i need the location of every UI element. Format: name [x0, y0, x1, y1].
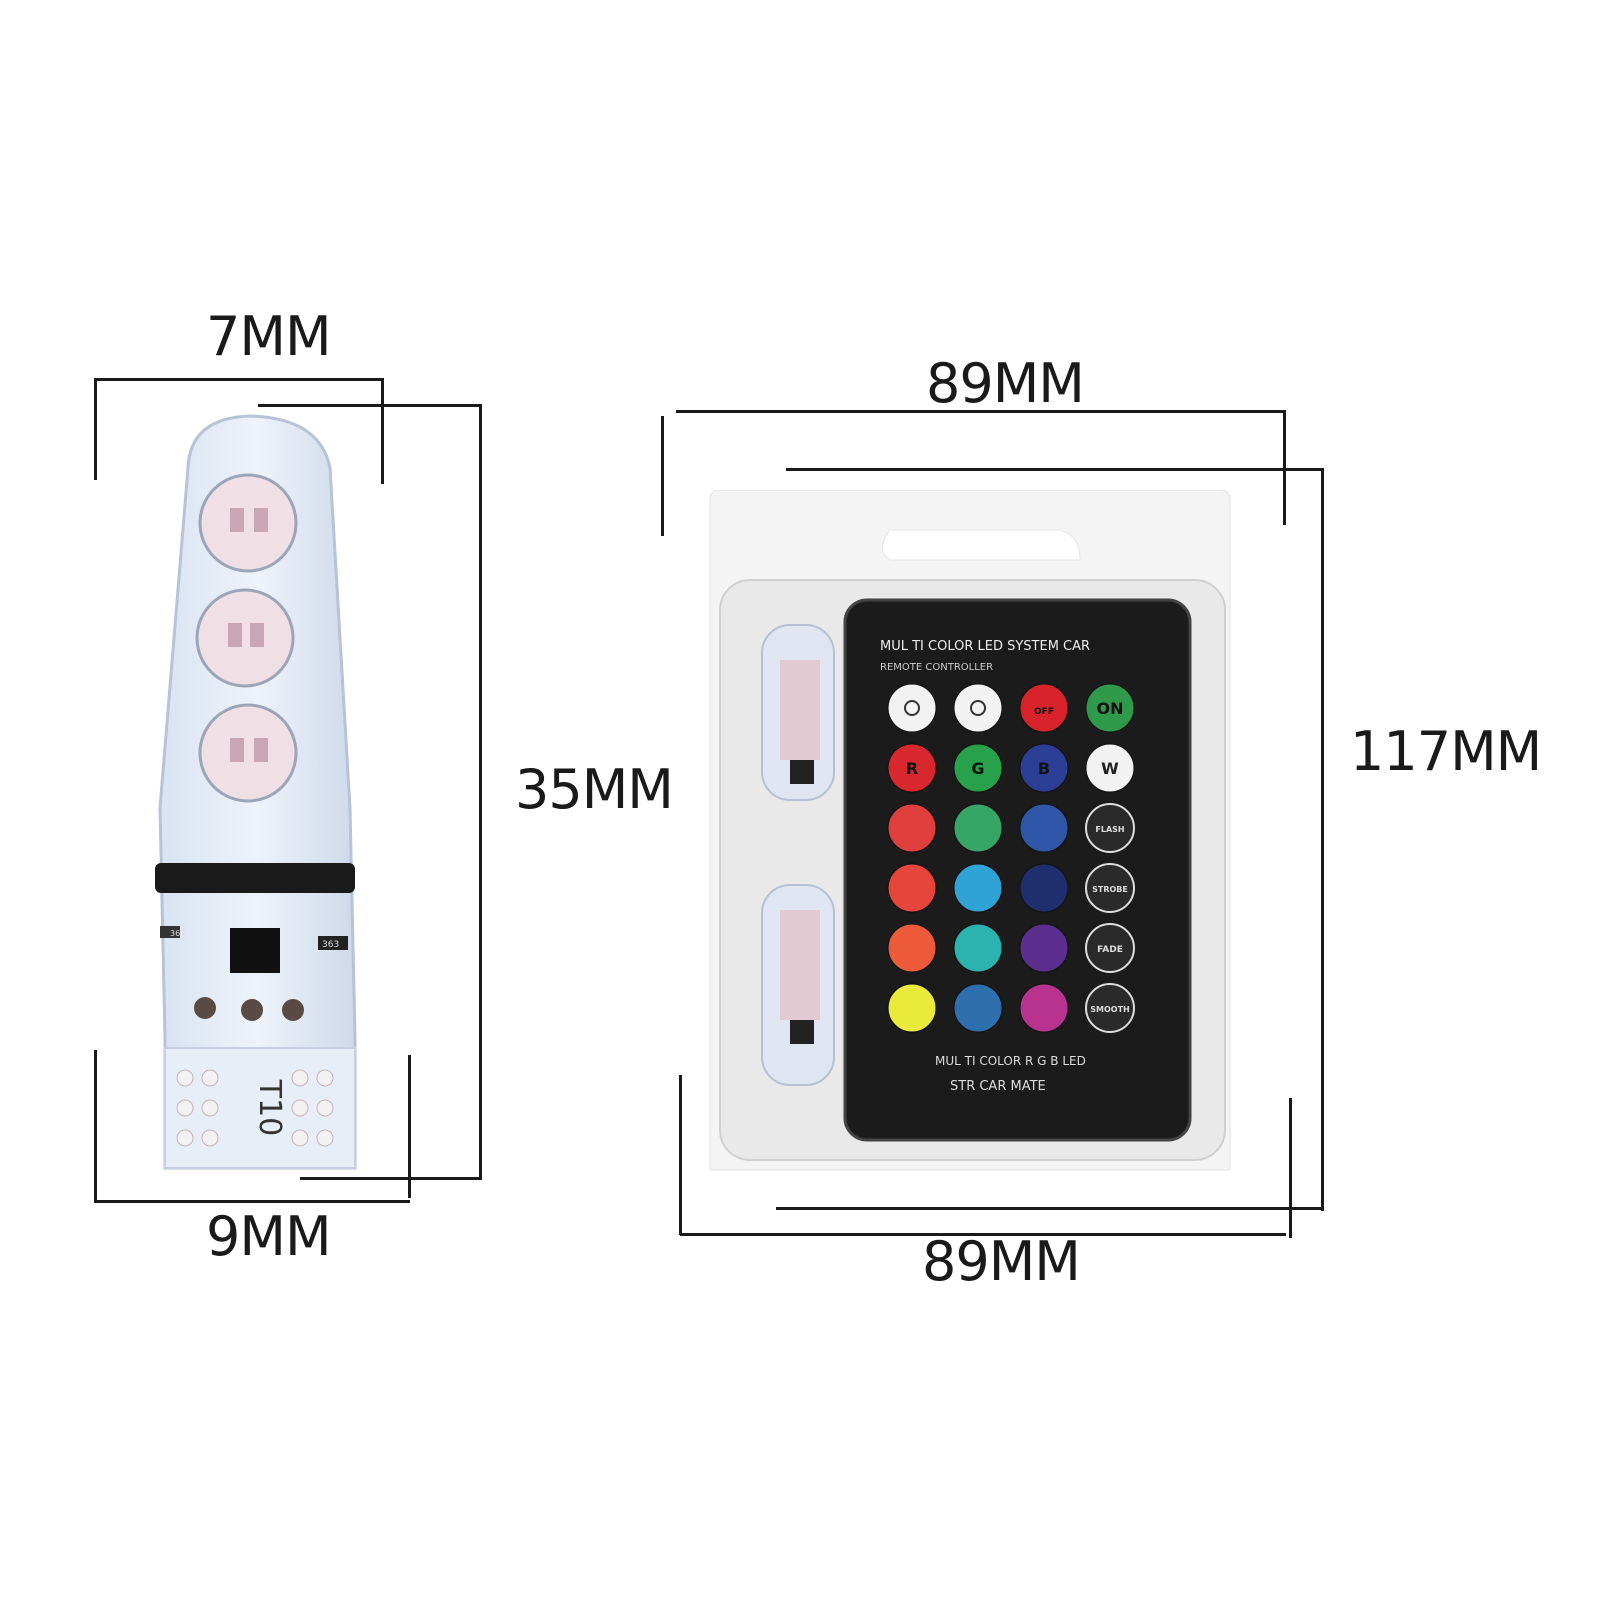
remote-footer-line1: MUL TI COLOR R G B LED — [935, 1054, 1086, 1068]
package-top-right-tick — [1283, 410, 1286, 525]
resistor-right-label: 363 — [322, 940, 339, 950]
remote-title: MUL TI COLOR LED SYSTEM CAR — [880, 639, 1090, 654]
bulb-width-top-label: 7MM — [206, 305, 332, 368]
bulb-bottom-left-tick — [94, 1050, 97, 1203]
bulb-width-bottom-label: 9MM — [206, 1205, 332, 1268]
remote-button-label: B — [1038, 759, 1050, 778]
remote-button-strobe — [1085, 863, 1135, 913]
bulb-bottom-width-line — [96, 1200, 410, 1203]
remote-button-label: W — [1101, 759, 1119, 778]
remote-button-label: OFF — [1034, 707, 1054, 717]
remote-button-flash — [1085, 803, 1135, 853]
package-height-top-line — [786, 468, 1324, 471]
remote-button-w — [1085, 743, 1135, 793]
remote-button-b — [1019, 743, 1069, 793]
packaged-bulb-1 — [761, 624, 835, 801]
package-top-left-tick — [661, 416, 664, 536]
remote-button-color-16 — [887, 923, 937, 973]
package-height-label: 117MM — [1350, 720, 1542, 783]
led-chip-3 — [198, 703, 298, 803]
bulb-height-top-line — [258, 404, 482, 407]
bulb-base-label: T10 — [252, 1079, 287, 1137]
remote-button-label: R — [906, 759, 918, 778]
package-bottom-width-line — [680, 1233, 1286, 1236]
remote-button-color-9 — [953, 803, 1003, 853]
package-bottom-right-tick — [1289, 1098, 1292, 1238]
remote-button-label: ON — [1097, 699, 1124, 718]
bulb-top-width-line — [96, 378, 384, 381]
remote-button-r — [887, 743, 937, 793]
bulb-bottom-right-tick — [408, 1055, 411, 1198]
bulb-top-left-tick — [94, 378, 97, 480]
remote-button-color-8 — [887, 803, 937, 853]
bulb-top-right-tick — [381, 378, 384, 484]
package-top-width-line — [676, 410, 1286, 413]
remote-button-color-13 — [953, 863, 1003, 913]
remote-button-color-20 — [887, 983, 937, 1033]
resistor-left-label: 363 — [170, 929, 185, 938]
remote-button-label: G — [971, 759, 984, 778]
remote-button-color-14 — [1019, 863, 1069, 913]
t10-bulb-illustration: 363 363 T10 — [155, 414, 357, 1170]
remote-button-brightness-down-icon — [953, 683, 1003, 733]
package-width-top-label: 89MM — [926, 352, 1085, 415]
remote-subtitle: REMOTE CONTROLLER — [880, 662, 993, 673]
remote-button-color-12 — [887, 863, 937, 913]
remote-button-color-17 — [953, 923, 1003, 973]
package-height-right-line — [1321, 468, 1324, 1211]
remote-button-color-18 — [1019, 923, 1069, 973]
remote-package-illustration: MUL TI COLOR LED SYSTEM CAR REMOTE CONTR… — [709, 490, 1231, 1171]
remote-button-color-10 — [1019, 803, 1069, 853]
remote-button-g — [953, 743, 1003, 793]
package-bottom-left-tick — [679, 1075, 682, 1235]
remote-button-label: SMOOTH — [1090, 1005, 1129, 1014]
remote-footer-line2: STR CAR MATE — [950, 1079, 1046, 1094]
remote-button-label: FADE — [1097, 945, 1123, 955]
remote-button-color-22 — [1019, 983, 1069, 1033]
remote-button-grid: OFF ON R G B W FLASH STROBE FADE SMOOTH — [887, 683, 1135, 1033]
package-height-bottom-line — [776, 1207, 1324, 1210]
bulb-height-label: 35MM — [515, 758, 674, 821]
remote-button-label: STROBE — [1092, 885, 1128, 894]
brightness-up-icon — [904, 700, 920, 716]
package-width-bottom-label: 89MM — [922, 1230, 1081, 1293]
remote-button-on — [1085, 683, 1135, 733]
remote-button-brightness-up-icon — [887, 683, 937, 733]
led-chip-2 — [195, 588, 295, 688]
remote-button-fade — [1085, 923, 1135, 973]
remote-button-label: FLASH — [1095, 825, 1124, 834]
remote-button-color-21 — [953, 983, 1003, 1033]
remote-button-off — [1019, 683, 1069, 733]
bulb-height-bottom-line — [300, 1177, 482, 1180]
brightness-down-icon — [970, 700, 986, 716]
bulb-height-right-line — [479, 404, 482, 1180]
led-chip-1 — [198, 473, 298, 573]
remote-button-smooth — [1085, 983, 1135, 1033]
packaged-bulb-2 — [761, 884, 835, 1086]
